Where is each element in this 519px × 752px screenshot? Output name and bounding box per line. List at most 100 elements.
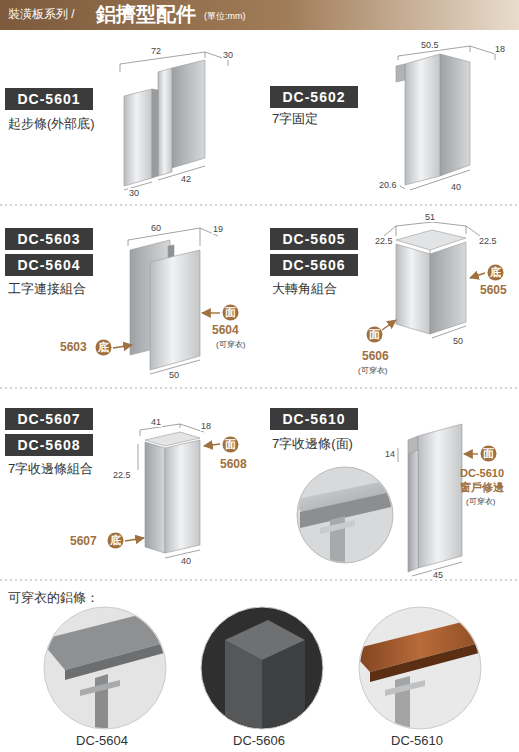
- model-box: DC-5602: [270, 86, 358, 108]
- callout-circle: 底: [487, 264, 504, 281]
- callout-number: 窗戶修邊: [460, 481, 504, 494]
- inset-5610: [292, 467, 400, 574]
- dimension-line: [384, 222, 480, 338]
- dimension: 50.5: [420, 40, 440, 50]
- separator: [0, 205, 519, 580]
- dimension-line: [128, 228, 218, 374]
- circle-fill: [488, 265, 504, 281]
- dimension: 30: [222, 50, 234, 60]
- note: (可穿衣): [216, 340, 245, 349]
- part-name: 大轉角組合: [272, 282, 337, 297]
- dimension: 18: [200, 421, 212, 431]
- dimension: 41: [150, 417, 162, 427]
- part-name: DC-5610: [391, 734, 443, 749]
- dimension: 22.5: [478, 236, 498, 246]
- callout-circle: 面: [222, 436, 239, 453]
- profile-5610: [408, 424, 462, 572]
- model-number: DC-5604: [14, 256, 84, 274]
- model-box: DC-5603: [5, 228, 93, 250]
- callout-circle: 底: [107, 532, 124, 549]
- callout-mark: 面: [225, 307, 236, 318]
- dimension: 20.6: [378, 180, 398, 190]
- part-name: DC-5604: [76, 734, 128, 749]
- dimension: 40: [180, 556, 192, 566]
- model-number: DC-5606: [279, 256, 349, 274]
- model-number: DC-5607: [14, 410, 84, 428]
- dimension: 72: [150, 46, 162, 56]
- model-number: DC-5603: [14, 230, 84, 248]
- profile-5603-5604: [130, 240, 200, 370]
- model-box: DC-5607: [5, 408, 93, 430]
- callout-mark: 底: [98, 342, 109, 353]
- model-box: DC-5604: [5, 254, 93, 276]
- dimension: 40: [450, 182, 462, 192]
- callout-mark: 底: [110, 535, 121, 546]
- dimension: 45: [432, 570, 444, 580]
- model-box: DC-5601: [5, 88, 93, 110]
- part-name: DC-5606: [233, 734, 285, 749]
- dimension: 60: [150, 223, 162, 233]
- callout-circle: 面: [480, 445, 497, 462]
- dimension: 50: [452, 336, 464, 346]
- dimension-line: [120, 52, 228, 190]
- dimension: 50: [168, 370, 180, 380]
- dimension: 22.5: [374, 236, 394, 246]
- profile-5601: [124, 60, 205, 186]
- photo-5606: [201, 607, 323, 740]
- callout-number: 5606: [362, 350, 389, 364]
- dimension: 30: [128, 188, 140, 198]
- dimension: 14: [384, 449, 396, 459]
- part-name: 起步條(外部底): [8, 117, 95, 132]
- callout-number: 5605: [480, 284, 507, 298]
- part-name: 可穿衣的鋁條：: [8, 591, 99, 606]
- dimension: 51: [424, 212, 436, 222]
- callout-mark: 面: [225, 439, 236, 450]
- header-bar: [0, 0, 519, 30]
- dimension: 19: [212, 224, 224, 234]
- model-box: DC-5608: [5, 434, 93, 456]
- dimension: 18: [494, 44, 506, 54]
- part-name: 7字收邊條(面): [272, 437, 353, 452]
- dimension-line: [398, 448, 462, 576]
- callout-mark: 面: [369, 329, 380, 340]
- photo-5610: [350, 607, 490, 744]
- callout-number: DC-5610: [460, 467, 504, 480]
- note: (可穿衣): [466, 497, 495, 506]
- callout-circle: 底: [95, 339, 112, 356]
- unit-note: (單位:mm): [204, 11, 246, 21]
- part-name: 工字連接組合: [8, 282, 86, 297]
- circle-fill: [96, 340, 112, 356]
- callout-number: 5607: [70, 535, 97, 549]
- callout-number: 5608: [220, 458, 247, 472]
- callout-number: 5603: [60, 341, 87, 355]
- callout-circle: 面: [222, 304, 239, 321]
- model-number: DC-5610: [279, 410, 349, 428]
- model-box: DC-5610: [270, 408, 358, 430]
- callout-mark: 面: [483, 448, 494, 459]
- callout-circle: 面: [366, 326, 383, 343]
- profile-5605-5606: [396, 230, 466, 334]
- model-box: DC-5606: [270, 254, 358, 276]
- callout-number: 5604: [212, 324, 239, 338]
- circle-fill: [223, 305, 239, 321]
- page-title: 鋁擠型配件: [96, 3, 196, 26]
- dimension-line: [398, 46, 495, 190]
- model-number: DC-5608: [14, 436, 84, 454]
- model-number: DC-5605: [279, 230, 349, 248]
- model-box: DC-5605: [270, 228, 358, 250]
- profile-5607-5608: [145, 432, 200, 553]
- part-name: 7字固定: [272, 112, 318, 127]
- note: (可穿衣): [358, 366, 387, 375]
- part-name: 7字收邊條組合: [8, 462, 93, 477]
- circle-fill: [367, 327, 383, 343]
- callout-mark: 底: [490, 267, 501, 278]
- model-number: DC-5602: [279, 88, 349, 106]
- callout-arrow: [113, 273, 485, 541]
- dimension-line: [138, 424, 204, 558]
- circle-fill: [223, 437, 239, 453]
- model-number: DC-5601: [14, 90, 84, 108]
- dimension: 22.5: [112, 470, 132, 480]
- profile-5602: [396, 54, 470, 185]
